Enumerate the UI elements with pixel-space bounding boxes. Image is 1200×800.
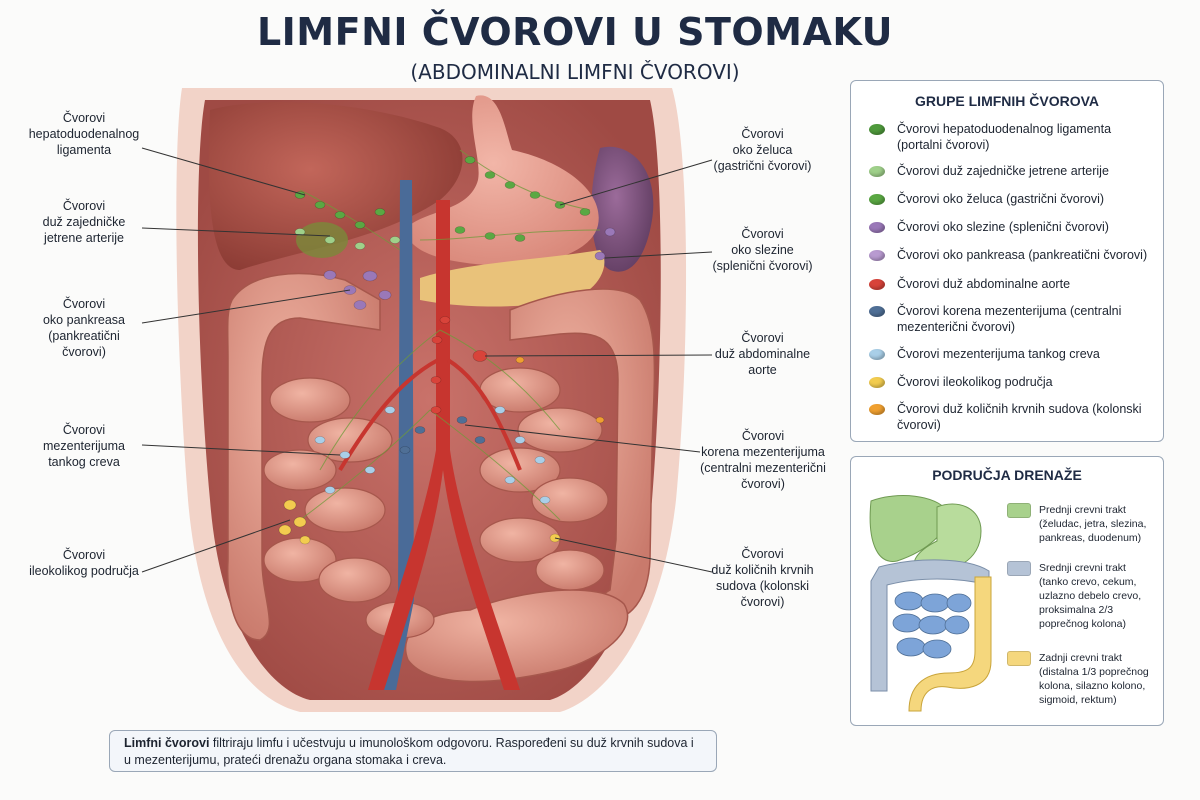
drainage-panel-title: PODRUČJA DRENAŽE bbox=[932, 467, 1082, 483]
page-subtitle: (ABDOMINALNI LIMFNI ČVOROVI) bbox=[410, 60, 740, 84]
group-item: Čvorovi oko pankreasa (pankreatični čvor… bbox=[869, 247, 1167, 263]
drainage-item-hindgut: Zadnji crevni trakt (distalna 1/3 popreč… bbox=[1007, 651, 1157, 707]
drainage-diagram bbox=[869, 495, 992, 712]
drainage-item-midgut: Srednji crevni trakt (tanko crevo, cekum… bbox=[1007, 561, 1157, 631]
pancreas bbox=[420, 250, 605, 307]
group-item: Čvorovi duž zajedničke jetrene arterije bbox=[869, 163, 1155, 179]
lymph-vessels bbox=[299, 149, 601, 521]
note-text: filtriraju limfu i učestvuju u imunološk… bbox=[124, 736, 694, 767]
drainage-item-foregut: Prednji crevni trakt (želudac, jetra, sl… bbox=[1007, 503, 1157, 545]
page-title: LIMFNI ČVOROVI U STOMAKU bbox=[256, 10, 894, 54]
group-swatch bbox=[869, 279, 885, 290]
group-swatch bbox=[869, 250, 885, 261]
groups-panel-title: GRUPE LIMFNIH ČVOROVA bbox=[914, 93, 1100, 109]
group-item: Čvorovi duž količnih krvnih sudova (kolo… bbox=[869, 401, 1155, 433]
sigmoid-colon bbox=[405, 589, 629, 683]
descending-colon bbox=[509, 288, 656, 621]
aorta bbox=[368, 200, 520, 690]
group-item: Čvorovi duž abdominalne aorte bbox=[869, 276, 1155, 292]
group-item: Čvorovi hepatoduodenalnog ligamenta (por… bbox=[869, 121, 1155, 153]
group-item: Čvorovi oko slezine (splenični čvorovi) bbox=[869, 219, 1155, 235]
gallbladder bbox=[296, 222, 348, 258]
group-item: Čvorovi ileokolikog područja bbox=[869, 374, 1155, 390]
spleen bbox=[591, 146, 654, 272]
group-swatch bbox=[869, 194, 885, 205]
drainage-areas-panel: PODRUČJA DRENAŽE Prednji crevni trakt (ž… bbox=[850, 456, 1164, 726]
liver bbox=[208, 102, 463, 270]
group-swatch bbox=[869, 166, 885, 177]
group-swatch bbox=[869, 404, 885, 415]
drainage-swatch bbox=[1007, 651, 1031, 666]
group-item: Čvorovi mezenterijuma tankog creva bbox=[869, 346, 1155, 362]
group-swatch bbox=[869, 124, 885, 135]
group-swatch bbox=[869, 222, 885, 233]
small-intestine bbox=[263, 367, 609, 639]
group-swatch bbox=[869, 306, 885, 317]
note-bold: Limfni čvorovi bbox=[124, 736, 210, 750]
ascending-colon bbox=[226, 272, 381, 641]
drainage-swatch bbox=[1007, 561, 1031, 576]
group-swatch bbox=[869, 349, 885, 360]
lymph-nodes bbox=[278, 156, 616, 545]
vena-cava bbox=[384, 180, 414, 690]
info-note: Limfni čvorovi filtriraju limfu i učestv… bbox=[109, 730, 717, 772]
group-item: Čvorovi korena mezenterijuma (centralni … bbox=[869, 303, 1155, 335]
leader-lines bbox=[141, 147, 713, 573]
group-swatch bbox=[869, 377, 885, 388]
drainage-swatch bbox=[1007, 503, 1031, 518]
group-item: Čvorovi oko želuca (gastrični čvorovi) bbox=[869, 191, 1155, 207]
stomach bbox=[407, 95, 599, 266]
lymph-node-groups-panel: GRUPE LIMFNIH ČVOROVA Čvorovi hepatoduod… bbox=[850, 80, 1164, 442]
